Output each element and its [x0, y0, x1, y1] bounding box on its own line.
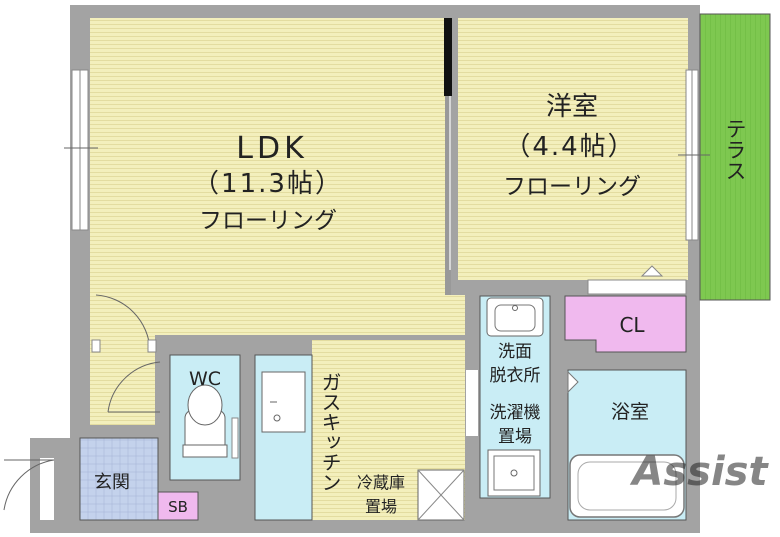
hall-floor [90, 295, 155, 425]
entrance-label: 玄関 [94, 472, 130, 493]
entrance-door-swing [3, 459, 55, 511]
bathtub [569, 454, 685, 518]
wc-room [169, 354, 241, 481]
fridge-label-2: 置場 [365, 497, 397, 516]
western-size: （4.4帖） [504, 132, 635, 162]
closet-door [587, 279, 687, 295]
washroom-door [466, 370, 478, 436]
ldk-floor-lower [155, 295, 465, 335]
watermark: Assist [629, 449, 769, 495]
bath-label: 浴室 [611, 401, 649, 423]
kitchen-label: ガスキッチン [318, 372, 342, 492]
ldk-size: （11.3帖） [193, 169, 343, 199]
laundry-label-1: 洗濯機 [490, 403, 541, 423]
western-floor-label: フローリング [503, 174, 641, 200]
closet-label: CL [619, 313, 645, 337]
entrance-wall [30, 438, 80, 533]
wc-door-swing [107, 361, 161, 413]
terrace [699, 13, 771, 301]
closet [564, 295, 687, 353]
ldk-floor [90, 18, 445, 295]
western-name: 洋室 [546, 92, 598, 122]
ldk-name: LDK [236, 131, 308, 166]
washer-pan [487, 449, 541, 497]
entrance-door-opening [40, 458, 54, 520]
entrance-floor [79, 437, 159, 521]
shoebox [157, 491, 199, 521]
wash-basin [486, 297, 544, 337]
sliding-door-frame [444, 18, 452, 96]
western-floor [458, 18, 688, 280]
wc-label: WC [189, 368, 221, 390]
washroom-label-2: 脱衣所 [490, 366, 541, 386]
shoebox-label: SB [168, 498, 188, 516]
laundry-label-2: 置場 [498, 427, 532, 447]
fridge-label-1: 冷蔵庫 [357, 473, 405, 492]
washroom-label-1: 洗面 [498, 342, 532, 362]
toilet-tank [182, 444, 228, 458]
kitchen-sink [261, 371, 306, 433]
ldk-floor-label: フローリング [199, 208, 337, 234]
terrace-label: テラス [723, 118, 747, 181]
